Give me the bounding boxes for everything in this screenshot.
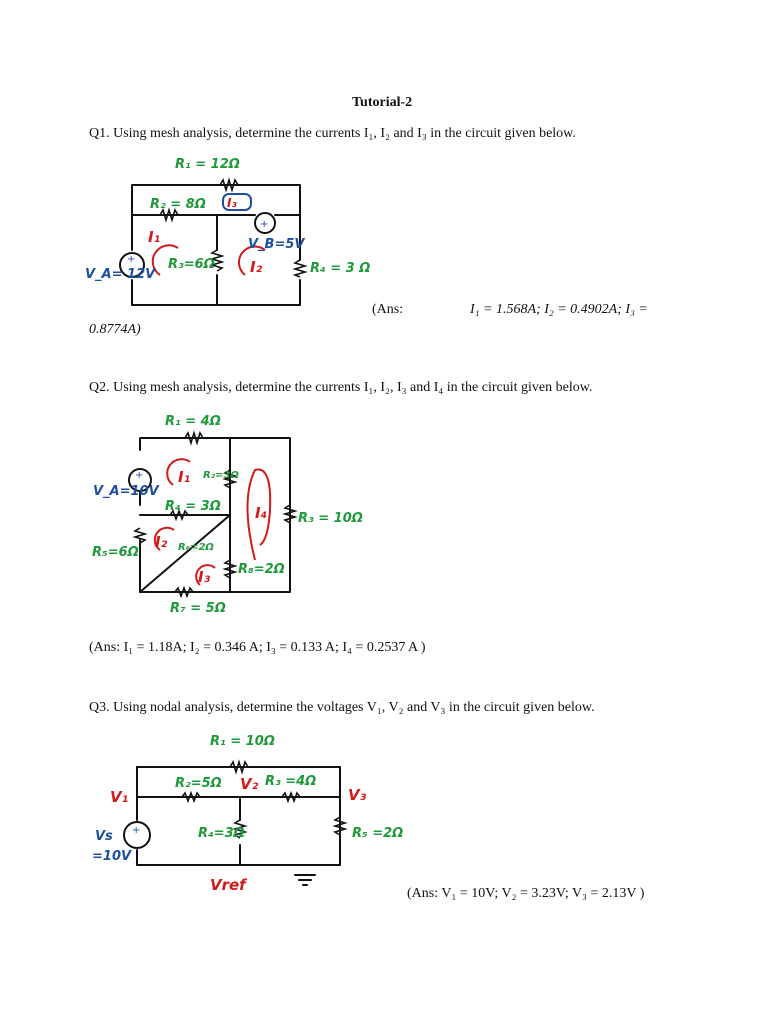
page-title: Tutorial-2 xyxy=(352,95,413,110)
q1-answer-values: I₁ = 1.568A; I₂ = 0.4902A; I₃ = xyxy=(470,302,648,317)
q3-r2-label: R₂=5Ω xyxy=(175,776,222,791)
q2-r7-label: R₇ = 5Ω xyxy=(170,601,226,616)
q2-question: Q2. Using mesh analysis, determine the c… xyxy=(89,380,593,395)
q1-i2-label: I₂ xyxy=(250,258,263,276)
q1-question: Q1. Using mesh analysis, determine the c… xyxy=(89,126,576,141)
q2-i2-label: I₂ xyxy=(155,533,168,551)
q2-r3-label: R₃ = 10Ω xyxy=(298,511,363,526)
q1-vb-label: V_B=5V xyxy=(248,237,305,252)
q1-i3-label: I₃ xyxy=(227,196,237,210)
q2-r8-label: R₈=2Ω xyxy=(238,562,285,577)
svg-text:+: + xyxy=(260,219,268,230)
q3-question: Q3. Using nodal analysis, determine the … xyxy=(89,700,595,715)
q2-r1-label: R₁ = 4Ω xyxy=(165,414,221,429)
q3-vs-value: =10V xyxy=(92,849,132,864)
svg-text:+: + xyxy=(132,825,140,836)
q1-answer-prefix: (Ans: xyxy=(372,302,404,317)
q1-r1-label: R₁ = 12Ω xyxy=(175,157,240,172)
q3-v2-label: V₂ xyxy=(240,775,259,793)
q2-answer: (Ans: I₁ = 1.18A; I₂ = 0.346 A; I₃ = 0.1… xyxy=(89,640,426,655)
q1-circuit-diagram: + + R₁ = 12Ω R₂ = 8Ω R₃=6Ω R₄ = 3 Ω V_A=… xyxy=(85,157,370,306)
q1-i1-label: I₁ xyxy=(148,228,160,246)
q3-v1-label: V₁ xyxy=(110,788,128,806)
q1-r2-label: R₂ = 8Ω xyxy=(150,197,206,212)
q3-r1-label: R₁ = 10Ω xyxy=(210,734,275,749)
q2-i4-label: I₄ xyxy=(255,504,267,522)
q1-answer-continued: 0.8774A) xyxy=(89,322,141,337)
q3-circuit-diagram: + R₁ = 10Ω R₂=5Ω R₃ =4Ω R₄=3Ω R₅ =2Ω Vs … xyxy=(92,734,403,894)
svg-text:+: + xyxy=(127,254,135,265)
q3-vs-label: Vs xyxy=(95,829,113,844)
q2-circuit-diagram: + R₁ = 4Ω R₂=3Ω R₃ = 10Ω R₄ = 3Ω R₅=6Ω R… xyxy=(92,414,363,616)
q2-r4-label: R₄ = 3Ω xyxy=(165,499,221,514)
svg-text:+: + xyxy=(135,470,143,481)
q3-r3-label: R₃ =4Ω xyxy=(265,774,316,789)
q2-r6-label: R₆=2Ω xyxy=(178,542,214,553)
q2-r5-label: R₅=6Ω xyxy=(92,545,139,560)
q3-v3-label: V₃ xyxy=(348,786,367,804)
q3-vref-label: Vref xyxy=(210,876,248,894)
q2-r2-label: R₂=3Ω xyxy=(203,470,239,481)
q1-va-label: V_A= 12V xyxy=(85,267,156,282)
q2-i1-label: I₁ xyxy=(178,468,190,486)
q3-r5-label: R₅ =2Ω xyxy=(352,826,403,841)
q1-r4-label: R₄ = 3 Ω xyxy=(310,261,370,276)
q2-va-label: V_A=10V xyxy=(93,484,160,499)
q3-r4-label: R₄=3Ω xyxy=(198,826,245,841)
q1-r3-label: R₃=6Ω xyxy=(168,257,215,272)
q2-i3-label: I₃ xyxy=(198,568,211,586)
q3-answer: (Ans: V₁ = 10V; V₂ = 3.23V; V₃ = 2.13V ) xyxy=(407,886,645,901)
